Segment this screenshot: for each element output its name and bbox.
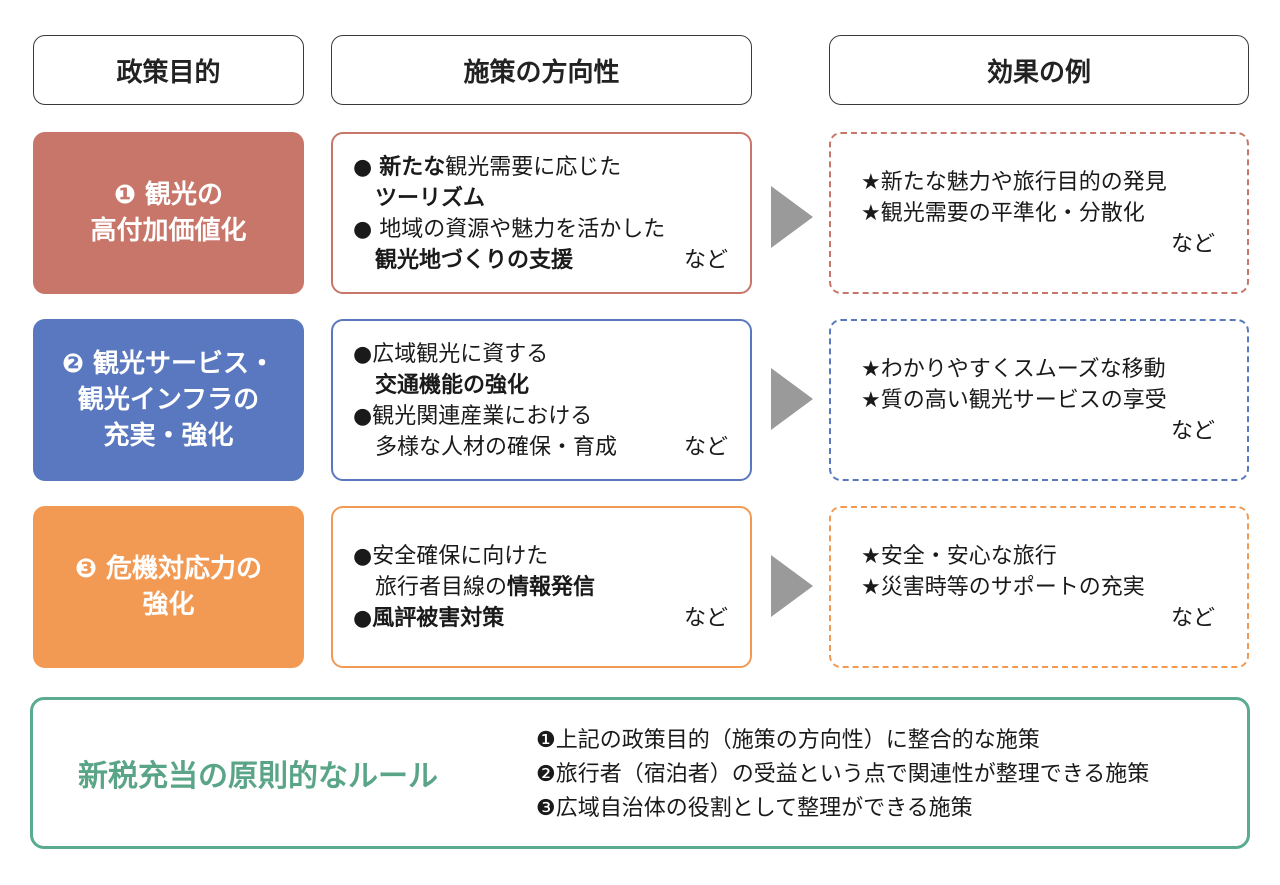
- header-effect-examples: 効果の例: [829, 35, 1249, 105]
- effect-box-3: ★安全・安心な旅行 ★災害時等のサポートの充実 など: [829, 506, 1249, 668]
- direction-box-3: ●安全確保に向けた 旅行者目線の情報発信 ●風評被害対策など: [331, 506, 752, 668]
- goal-box-1: ❶ 観光の 高付加価値化: [33, 132, 304, 294]
- effect-2-item-2: ★質の高い観光サービスの享受: [861, 387, 1167, 413]
- direction-1-b1-rest: 観光需要に応じた: [445, 155, 622, 180]
- direction-3-nado: など: [683, 606, 728, 631]
- direction-2-b2-text: 観光関連産業における: [372, 404, 593, 429]
- direction-2-bullet-2-cont: 多様な人材の確保・育成 など: [353, 432, 728, 463]
- direction-1-bullet-2-cont: 観光地づくりの支援 など: [353, 245, 728, 276]
- direction-2-nado: など: [683, 435, 728, 460]
- effect-box-1: ★新たな魅力や旅行目的の発見 ★観光需要の平準化・分散化 など: [829, 132, 1249, 294]
- direction-1-b2-line2: 観光地づくりの支援: [375, 248, 574, 273]
- direction-1-nado: など: [683, 248, 728, 273]
- direction-1-bullet-1-cont: ツーリズム: [353, 183, 728, 214]
- direction-2-b2-line2: 多様な人材の確保・育成: [375, 435, 618, 460]
- direction-1-b1-line2: ツーリズム: [375, 186, 486, 211]
- goal-2-line-2: 観光インフラの: [77, 385, 260, 415]
- goal-box-3: ❸ 危機対応力の 強化: [33, 506, 304, 668]
- direction-3-b1-line2-bold: 情報発信: [507, 575, 596, 600]
- goal-3-line-1: ❸ 危機対応力の: [74, 554, 263, 584]
- rule-box: 新税充当の原則的なルール ❶上記の政策目的（施策の方向性）に整合的な施策 ❷旅行…: [30, 697, 1250, 849]
- direction-2-b1-line2: 交通機能の強化: [375, 373, 530, 398]
- effect-1-item-2: ★観光需要の平準化・分散化: [861, 200, 1145, 226]
- effect-2-nado: など: [1170, 418, 1215, 444]
- direction-3-bullet-1: ●安全確保に向けた: [353, 544, 549, 569]
- effect-box-2: ★わかりやすくスムーズな移動 ★質の高い観光サービスの享受 など: [829, 319, 1249, 481]
- direction-3-bullet-1-cont: 旅行者目線の情報発信: [353, 572, 728, 603]
- effect-3-item-2: ★災害時等のサポートの充実: [861, 574, 1145, 600]
- goal-2-line-3: 充実・強化: [103, 421, 234, 451]
- goal-1-line-2: 高付加価値化: [90, 216, 247, 246]
- arrow-right-icon-3: [771, 555, 813, 617]
- header-policy-direction: 施策の方向性: [331, 35, 752, 105]
- effect-1-item-1: ★新たな魅力や旅行目的の発見: [861, 169, 1167, 195]
- effect-1-nado: など: [1170, 231, 1215, 257]
- direction-1-b1-bold: 新たな: [379, 155, 446, 180]
- goal-3-line-2: 強化: [142, 590, 195, 620]
- direction-box-2: ●広域観光に資する 交通機能の強化 ●観光関連産業における 多様な人材の確保・育…: [331, 319, 752, 481]
- direction-3-b1-line2-plain: 旅行者目線の: [375, 575, 508, 600]
- direction-3-b2-bold: 風評被害対策: [372, 606, 505, 631]
- direction-2-bullet-2: ●観光関連産業における: [353, 404, 593, 429]
- effect-2-item-1: ★わかりやすくスムーズな移動: [861, 356, 1166, 382]
- direction-1-b2-text: 地域の資源や魅力を活かした: [379, 217, 666, 242]
- direction-2-b1-text: 広域観光に資する: [372, 342, 549, 367]
- direction-3-b1-text: 安全確保に向けた: [372, 544, 549, 569]
- rule-item-1: ❶上記の政策目的（施策の方向性）に整合的な施策: [536, 728, 1040, 753]
- direction-box-1: ● 新たな観光需要に応じた ツーリズム ● 地域の資源や魅力を活かした 観光地づ…: [331, 132, 752, 294]
- direction-3-bullet-2: ●風評被害対策など: [353, 603, 728, 634]
- goal-box-2: ❷ 観光サービス・ 観光インフラの 充実・強化: [33, 319, 304, 481]
- rule-item-2: ❷旅行者（宿泊者）の受益という点で関連性が整理できる施策: [536, 762, 1150, 787]
- header-policy-goal: 政策目的: [33, 35, 304, 105]
- arrow-right-icon-2: [771, 368, 813, 430]
- rule-list: ❶上記の政策目的（施策の方向性）に整合的な施策 ❷旅行者（宿泊者）の受益という点…: [536, 724, 1149, 826]
- goal-1-line-1: ❶ 観光の: [113, 180, 224, 210]
- arrow-right-icon-1: [771, 186, 813, 248]
- direction-2-bullet-1: ●広域観光に資する: [353, 342, 549, 367]
- effect-3-nado: など: [1170, 605, 1215, 631]
- rule-title: 新税充当の原則的なルール: [78, 759, 438, 794]
- direction-1-bullet-1: ● 新たな観光需要に応じた: [353, 155, 622, 180]
- direction-1-bullet-2: ● 地域の資源や魅力を活かした: [353, 217, 666, 242]
- effect-3-item-1: ★安全・安心な旅行: [861, 543, 1057, 569]
- direction-2-bullet-1-cont: 交通機能の強化: [353, 370, 728, 401]
- rule-item-3: ❸広域自治体の役割として整理ができる施策: [536, 796, 973, 821]
- goal-2-line-1: ❷ 観光サービス・: [61, 349, 276, 379]
